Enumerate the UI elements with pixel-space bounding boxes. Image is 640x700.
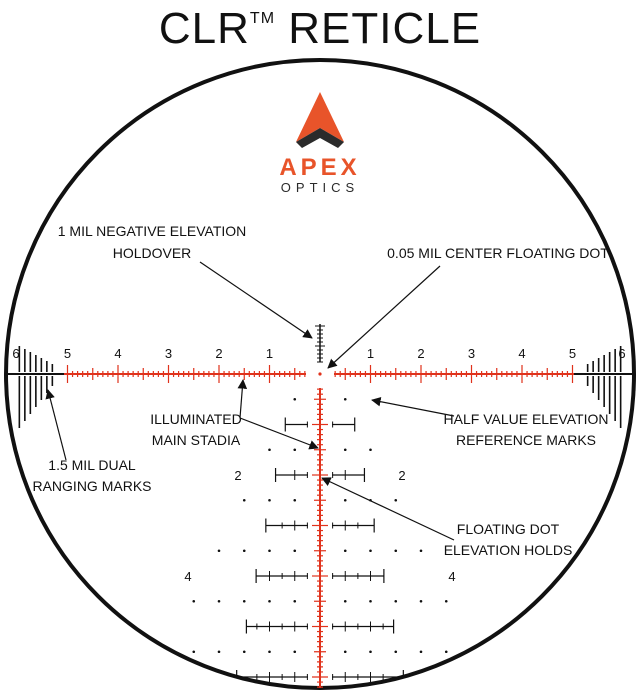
scale-number-left: 2 — [215, 346, 222, 361]
floating-dot — [217, 650, 221, 654]
floating-dot — [242, 549, 246, 553]
hold-number-right: 4 — [448, 569, 455, 584]
floating-dot — [369, 549, 372, 553]
floating-dot — [293, 448, 297, 452]
scale-number-left: 1 — [266, 346, 273, 361]
callout-illuminated-line1: ILLUMINATED — [150, 411, 242, 427]
callout-half-value-line2: REFERENCE MARKS — [456, 432, 596, 448]
title-clr: CLR — [158, 4, 250, 53]
floating-dot — [192, 650, 196, 654]
floating-dot — [268, 448, 271, 452]
callout-negative-holdover-line2: HOLDOVER — [113, 245, 192, 261]
apex-logo-mark — [296, 92, 344, 142]
floating-dot — [419, 549, 423, 553]
apex-logo: APEX OPTICS — [279, 92, 360, 195]
floating-dot — [268, 650, 271, 654]
floating-dot — [394, 498, 398, 502]
scale-numbers: 6 5 4 3 2 1 1 2 3 4 5 6 — [12, 346, 625, 361]
callout-illuminated-line2: MAIN STADIA — [152, 432, 241, 448]
hold-number-left: 4 — [184, 569, 191, 584]
arrow-center-dot — [327, 265, 441, 369]
floating-dot — [293, 650, 297, 654]
floating-dot — [343, 650, 347, 654]
floating-dot — [242, 498, 246, 502]
apex-logo-shadow — [296, 128, 344, 148]
arrow-half-value — [371, 396, 455, 417]
scale-number-left: 4 — [114, 346, 121, 361]
floating-dot — [343, 599, 347, 603]
arrow-negative-holdover — [199, 261, 313, 339]
hold-number-left: 2 — [234, 468, 241, 483]
floating-dot — [419, 650, 423, 654]
arrow-illuminated-vertical — [239, 417, 319, 450]
floating-dot — [217, 599, 221, 603]
callout-center-dot: 0.05 MIL CENTER FLOATING DOT — [387, 245, 609, 261]
floating-dot — [369, 650, 372, 654]
callout-half-value-line1: HALF VALUE ELEVATION — [444, 411, 609, 427]
hold-number-right: 2 — [398, 468, 405, 483]
floating-dot — [394, 549, 398, 553]
floating-dot — [444, 650, 448, 654]
callouts: 1 MIL NEGATIVE ELEVATION HOLDOVER 0.05 M… — [32, 223, 609, 558]
scale-number-right: 4 — [518, 346, 525, 361]
floating-dot — [192, 599, 196, 603]
floating-dot — [242, 599, 246, 603]
floating-dot — [217, 549, 221, 553]
floating-dot — [343, 448, 347, 452]
page-title: CLRTM RETICLE — [0, 4, 640, 54]
callout-arrows — [45, 261, 455, 541]
scale-number-left: 3 — [165, 346, 172, 361]
floating-dot — [369, 599, 372, 603]
scale-number-left: 6 — [12, 346, 19, 361]
scale-number-right: 3 — [468, 346, 475, 361]
scale-number-right: 5 — [569, 346, 576, 361]
scale-number-right: 2 — [417, 346, 424, 361]
floating-dot — [293, 599, 297, 603]
arrow-ranging — [45, 389, 67, 461]
scale-number-left: 5 — [64, 346, 71, 361]
callout-ranging-line2: RANGING MARKS — [32, 478, 151, 494]
floating-dot — [268, 498, 271, 502]
floating-dot — [343, 498, 347, 502]
floating-dot — [293, 397, 297, 401]
floating-dot — [419, 599, 423, 603]
floating-dot — [394, 599, 398, 603]
floating-dot — [293, 549, 297, 553]
callout-floating-line2: ELEVATION HOLDS — [444, 542, 573, 558]
scale-number-right: 1 — [367, 346, 374, 361]
floating-dot — [369, 448, 372, 452]
apex-logo-name: APEX — [279, 154, 360, 181]
callout-ranging-line1: 1.5 MIL DUAL — [48, 457, 136, 473]
title-reticle: RETICLE — [288, 4, 482, 53]
floating-dot — [293, 498, 297, 502]
callout-floating-line1: FLOATING DOT — [457, 521, 560, 537]
center-floating-dot — [318, 372, 322, 376]
trademark-symbol: TM — [249, 10, 276, 27]
arrow-floating-dot — [321, 477, 455, 541]
floating-dot — [268, 599, 271, 603]
apex-logo-sub: OPTICS — [281, 180, 359, 195]
floating-dot — [343, 549, 347, 553]
scale-number-right: 6 — [618, 346, 625, 361]
floating-dot — [242, 650, 246, 654]
floating-dot — [444, 599, 448, 603]
arrow-illuminated-stadia — [237, 379, 248, 419]
floating-dot — [394, 650, 398, 654]
floating-dot — [343, 397, 347, 401]
callout-negative-holdover-line1: 1 MIL NEGATIVE ELEVATION — [58, 223, 247, 239]
floating-dot — [268, 549, 271, 553]
